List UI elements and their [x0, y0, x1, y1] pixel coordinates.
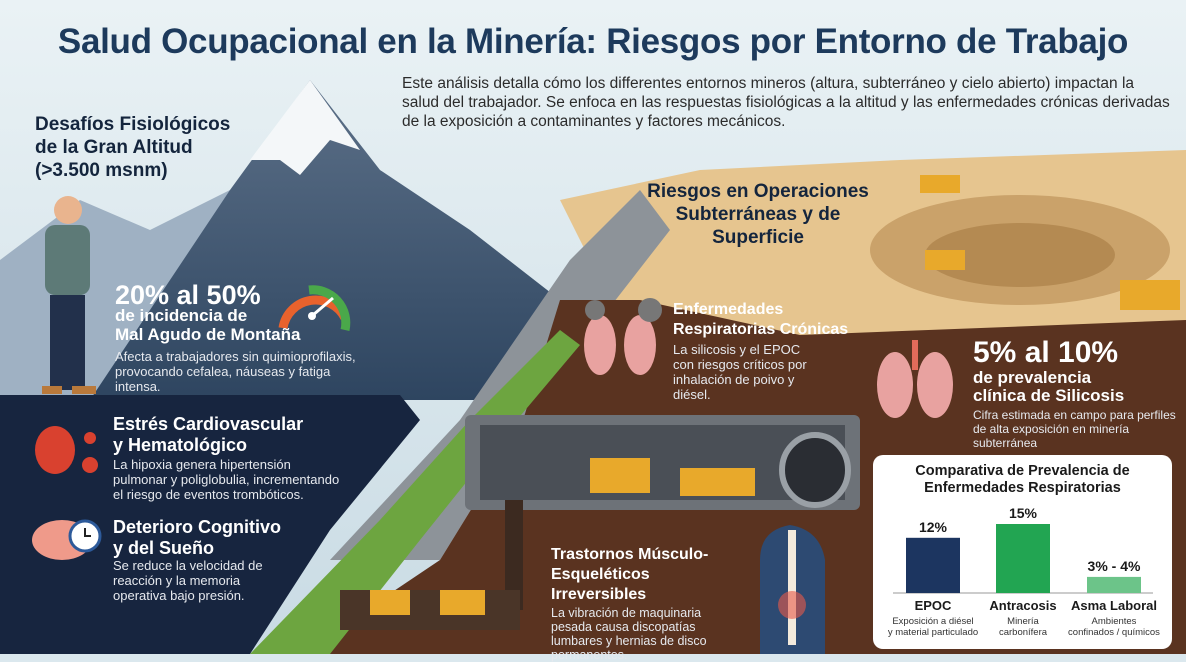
- brain-clock-icon: [32, 519, 102, 560]
- grey-ridge: [330, 190, 670, 560]
- main-mountain: [90, 80, 560, 400]
- data-label: 15%: [1009, 505, 1038, 521]
- bar-asma-laboral: [1087, 576, 1141, 593]
- cardio-text: La hipoxia genera hipertensión pulmonar …: [113, 457, 340, 502]
- gauge-icon: [278, 285, 351, 331]
- grass-slope: [250, 330, 580, 654]
- intro-text: Este análisis detalla cómo los different…: [402, 75, 1170, 130]
- respiratory-title: Enfermedades Respiratorias Crónicas: [673, 301, 849, 338]
- chart-title: Comparativa de Prevalencia de Enfermedad…: [915, 463, 1130, 496]
- cardio-title: Estrés Cardiovascular y Hematológico: [113, 414, 304, 455]
- data-label: 12%: [919, 519, 948, 535]
- silicosis-sub2: clínica de Silicosis: [973, 386, 1125, 405]
- lungs-silicosis-icon: [877, 340, 953, 418]
- msk-title: Trastornos Músculo-Esqueléticos Irrevers…: [551, 546, 709, 603]
- chart-card: Comparativa de Prevalencia de Enfermedad…: [873, 455, 1172, 649]
- silicosis-sub1: de prevalencia: [973, 368, 1092, 387]
- worker-icon: [42, 196, 96, 394]
- ams-stat-sub1: de incidencia de: [115, 306, 248, 325]
- category-label: Asma Laboral: [1071, 598, 1157, 613]
- lungs-icon: [584, 298, 662, 375]
- cognitive-text: Se reduce la velocidad de reacción y la …: [113, 558, 263, 603]
- ams-stat-sub2: Mal Agudo de Montaña: [115, 325, 301, 344]
- left-panel: [0, 395, 420, 654]
- cognitive-title: Deterioro Cognitivo y del Sueño: [113, 517, 282, 558]
- respiratory-text: La silicosis y el EPOC con riesgos críti…: [673, 342, 807, 402]
- underground-heading: Riesgos en Operaciones Subterráneas y de…: [647, 181, 869, 248]
- shaft: [505, 500, 523, 610]
- silicosis-stat: 5% al 10%: [973, 336, 1119, 369]
- category-label: Antracosis: [989, 598, 1056, 613]
- bar-epoc: [906, 537, 960, 593]
- heart-icon: [35, 426, 98, 474]
- ams-stat: 20% al 50%: [115, 280, 261, 310]
- bar-antracosis: [996, 524, 1050, 593]
- ams-desc: Afecta a trabajadores sin quimioprofilax…: [115, 349, 356, 394]
- silicosis-desc: Cifra estimada en campo para perfiles de…: [973, 408, 1176, 450]
- altitude-heading: Desafíos Fisiológicos de la Gran Altitud…: [35, 114, 231, 181]
- data-label: 3% - 4%: [1088, 558, 1141, 574]
- spine-icon: [760, 525, 825, 654]
- category-label: EPOC: [915, 598, 952, 613]
- page-title: Salud Ocupacional en la Minería: Riesgos…: [57, 22, 1129, 61]
